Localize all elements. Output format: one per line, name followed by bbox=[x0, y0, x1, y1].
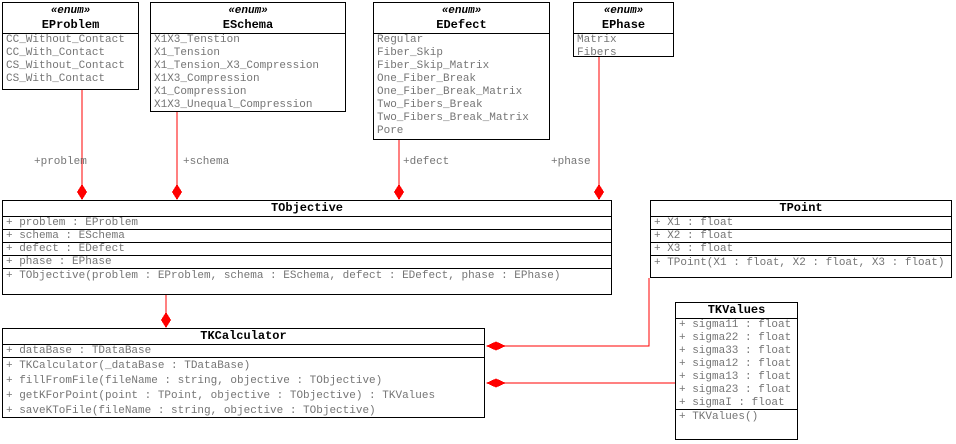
class-name: TKCalculator bbox=[3, 329, 484, 345]
association-label-phase: +phase bbox=[551, 156, 591, 168]
enum-item: One_Fiber_Break_Matrix bbox=[377, 86, 523, 98]
class-name: TObjective bbox=[3, 201, 611, 217]
class-name: TKValues bbox=[676, 303, 797, 319]
enum-item: Fiber_Skip_Matrix bbox=[377, 60, 490, 72]
enum-item: Pore bbox=[377, 125, 404, 137]
attribute-row: + sigma23 : float bbox=[679, 384, 792, 396]
attribute-row: + X1 : float bbox=[651, 217, 951, 230]
association-label-schema: +schema bbox=[183, 156, 230, 168]
enum-item: X1X3_Compression bbox=[154, 73, 260, 85]
composition-diamond-problem[interactable] bbox=[77, 184, 87, 200]
stereotype-label: «enum» bbox=[603, 5, 644, 17]
attribute-row: + sigma33 : float bbox=[679, 345, 792, 357]
enum-box-eproblem[interactable]: «enum» EProblem CC_Without_Contact CC_Wi… bbox=[2, 2, 139, 90]
attribute-row: + problem : EProblem bbox=[3, 217, 611, 230]
class-box-tkcalculator[interactable]: TKCalculator + dataBase : TDataBase + TK… bbox=[2, 328, 485, 418]
enum-name: EDefect bbox=[436, 18, 487, 32]
enum-header: «enum» EProblem bbox=[3, 3, 138, 34]
attribute-row: + defect : EDefect bbox=[3, 243, 611, 256]
enum-box-ephase[interactable]: «enum» EPhase Matrix Fibers bbox=[573, 2, 674, 57]
attribute-row: + schema : ESchema bbox=[3, 230, 611, 243]
attribute-row: + X3 : float bbox=[651, 243, 951, 256]
enum-name: ESchema bbox=[222, 18, 274, 32]
class-box-tpoint[interactable]: TPoint + X1 : float + X2 : float + X3 : … bbox=[650, 200, 952, 278]
composition-diamond-tkvalues[interactable] bbox=[486, 378, 506, 388]
attribute-row: + X2 : float bbox=[651, 230, 951, 243]
composition-diamond-phase[interactable] bbox=[594, 184, 604, 200]
enum-item: X1X3_Unequal_Compression bbox=[154, 99, 313, 111]
association-label-problem: +problem bbox=[34, 156, 87, 168]
method-row: + fillFromFile(fileName : string, object… bbox=[6, 375, 383, 387]
attribute-row: + dataBase : TDataBase bbox=[3, 345, 484, 358]
attribute-row: + sigma22 : float bbox=[679, 332, 792, 344]
enum-item: Fiber_Skip bbox=[377, 47, 444, 59]
enum-item: X1_Tension bbox=[154, 47, 221, 59]
enum-item: CS_Without_Contact bbox=[6, 60, 125, 72]
enum-item: CC_Without_Contact bbox=[6, 34, 125, 46]
attribute-row: + phase : EPhase bbox=[3, 256, 611, 269]
class-box-tkvalues[interactable]: TKValues + sigma11 : float + sigma22 : f… bbox=[675, 302, 798, 440]
enum-item: CC_With_Contact bbox=[6, 47, 106, 59]
stereotype-label: «enum» bbox=[441, 5, 482, 17]
enum-name: EPhase bbox=[601, 18, 646, 32]
class-name: TPoint bbox=[651, 201, 951, 217]
attribute-row: + sigma11 : float bbox=[679, 319, 792, 331]
enum-item: X1_Compression bbox=[154, 86, 247, 98]
composition-diamond-defect[interactable] bbox=[394, 184, 404, 200]
method-row: + TKCalculator(_dataBase : TDataBase) bbox=[6, 360, 251, 372]
attribute-row: + sigma12 : float bbox=[679, 358, 792, 370]
composition-diamond-objective[interactable] bbox=[161, 312, 171, 328]
enum-box-eschema[interactable]: «enum» ESchema X1X3_Tenstion X1_Tension … bbox=[150, 2, 346, 112]
enum-item: Matrix bbox=[577, 34, 617, 46]
stereotype-label: «enum» bbox=[228, 5, 268, 17]
enum-name: EProblem bbox=[41, 18, 100, 32]
class-box-tobjective[interactable]: TObjective + problem : EProblem + schema… bbox=[2, 200, 612, 295]
association-label-defect: +defect bbox=[403, 156, 450, 168]
enum-item: CS_With_Contact bbox=[6, 73, 106, 85]
enum-item: One_Fiber_Break bbox=[377, 73, 477, 85]
enum-header: «enum» EPhase bbox=[574, 3, 673, 34]
enum-box-edefect[interactable]: «enum» EDefect Regular Fiber_Skip Fiber_… bbox=[373, 2, 550, 140]
enum-header: «enum» EDefect bbox=[374, 3, 549, 34]
enum-item: X1_Tension_X3_Compression bbox=[154, 60, 320, 72]
enum-item: Fibers bbox=[577, 47, 617, 57]
composition-diamond-tpoint[interactable] bbox=[486, 341, 506, 351]
enum-item: X1X3_Tenstion bbox=[154, 34, 240, 46]
method-row: + saveKToFile(fileName : string, objecti… bbox=[6, 405, 376, 417]
stereotype-label: «enum» bbox=[50, 5, 91, 17]
enum-item: Two_Fibers_Break bbox=[377, 99, 483, 111]
enum-item: Regular bbox=[377, 34, 424, 46]
enum-item: Two_Fibers_Break_Matrix bbox=[377, 112, 529, 124]
method-row: + getKForPoint(point : TPoint, objective… bbox=[6, 390, 436, 402]
method-row: + TPoint(X1 : float, X2 : float, X3 : fl… bbox=[654, 257, 945, 269]
enum-header: «enum» ESchema bbox=[151, 3, 345, 34]
composition-diamond-schema[interactable] bbox=[172, 184, 182, 200]
attribute-row: + sigmaI : float bbox=[676, 397, 797, 410]
attribute-row: + sigma13 : float bbox=[679, 371, 792, 383]
method-row: + TKValues() bbox=[679, 411, 759, 423]
method-row: + TObjective(problem : EProblem, schema … bbox=[6, 270, 561, 282]
association-line-tpoint[interactable] bbox=[504, 278, 650, 347]
